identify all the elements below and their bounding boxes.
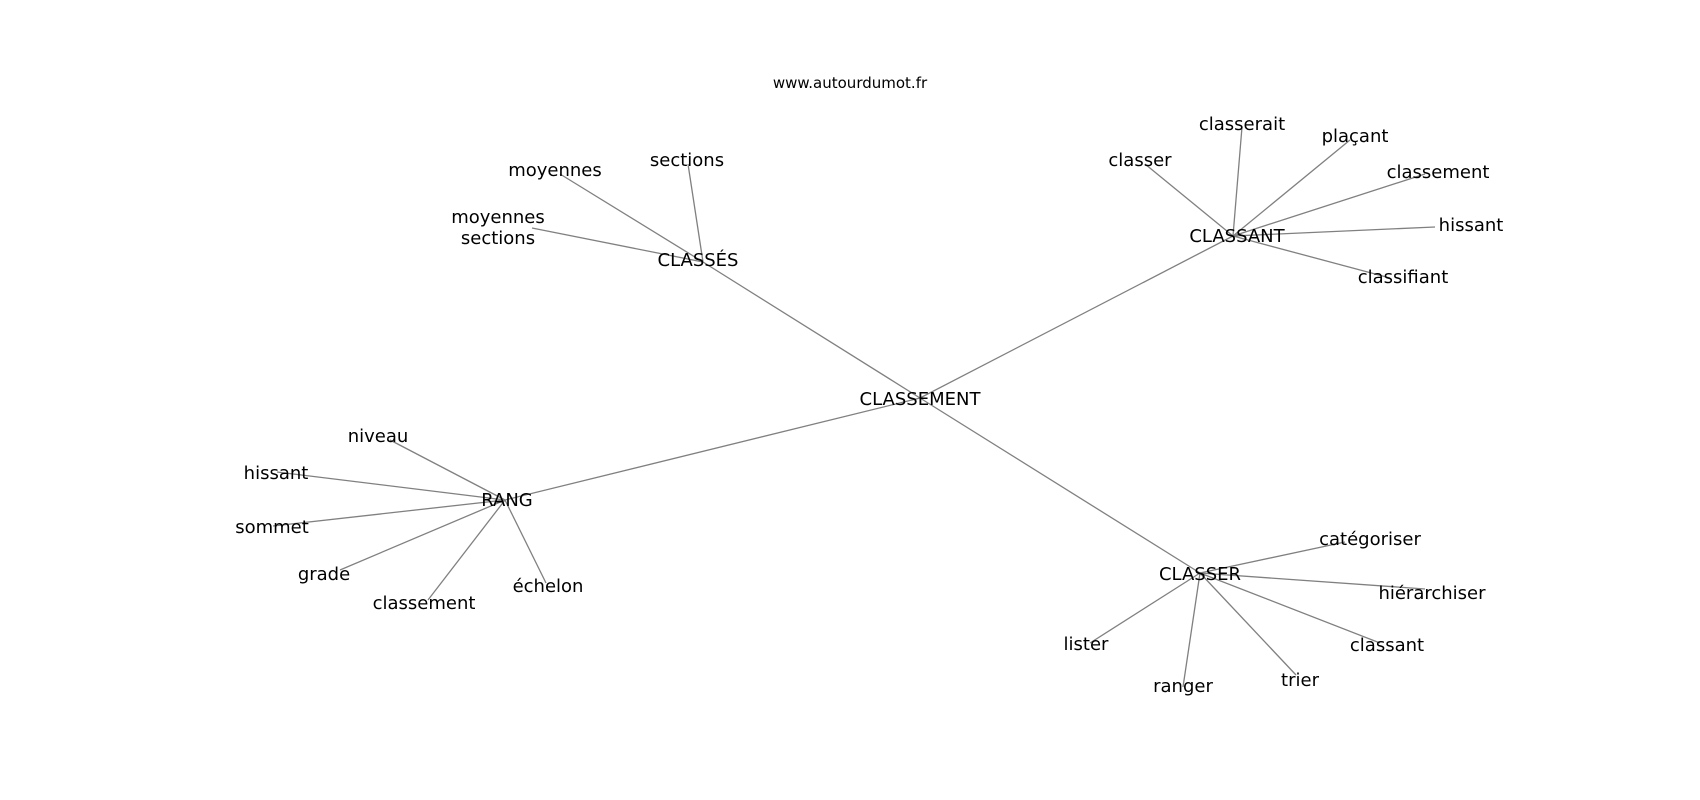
node-hub-classant[interactable]: CLASSANT [1189, 226, 1285, 247]
edge-classer-classer_trier [1199, 572, 1297, 676]
edge-classes-classes_moyennes [559, 173, 704, 263]
node-leaf-classer_lister[interactable]: lister [1064, 634, 1110, 655]
edge-classer-classer_lister [1089, 572, 1201, 644]
node-leaf-classer_classant[interactable]: classant [1350, 635, 1424, 656]
edge-root-classant [919, 235, 1234, 399]
node-hub-classes[interactable]: CLASSÉS [658, 249, 739, 271]
edge-rang-rang_hissant [276, 471, 506, 501]
node-leaf-classant_placant[interactable]: plaçant [1322, 126, 1389, 147]
watermark[interactable]: www.autourdumot.fr [773, 74, 928, 92]
edge-rang-rang_niveau [389, 439, 506, 501]
edge-classes-classes_sections [687, 163, 704, 263]
node-leaf-rang_niveau[interactable]: niveau [348, 426, 409, 447]
edge-classant-classant_classement [1232, 173, 1426, 237]
edge-root-classes [702, 261, 921, 399]
edge-rang-rang_echelon [504, 499, 547, 584]
node-hub-rang[interactable]: RANG [481, 490, 533, 511]
node-leaf-rang_sommet[interactable]: sommet [235, 517, 309, 538]
node-leaf-classer_ranger[interactable]: ranger [1153, 676, 1213, 697]
node-center-classement[interactable]: CLASSEMENT [860, 389, 982, 410]
node-leaf-classer_categoriser[interactable]: catégoriser [1319, 529, 1421, 550]
node-leaf-classant_classement[interactable]: classement [1387, 162, 1490, 183]
edge-classant-classant_hissant [1232, 226, 1436, 237]
node-leaf-rang_grade[interactable]: grade [298, 564, 350, 585]
node-leaf-classant_hissant[interactable]: hissant [1439, 215, 1504, 236]
node-hub-classer[interactable]: CLASSER [1159, 564, 1241, 585]
edges-layer [272, 126, 1436, 688]
node-leaf-rang_hissant[interactable]: hissant [244, 463, 309, 484]
edge-classer-classer_categoriser [1199, 541, 1346, 574]
edge-classes-classes_moyennes_sections [531, 227, 704, 263]
node-leaf-classant_classer[interactable]: classer [1108, 150, 1172, 171]
node-leaf-classes_moyennes_sections-line: sections [461, 228, 535, 249]
node-leaf-rang_classement[interactable]: classement [373, 593, 476, 614]
node-leaf-classant_classerait[interactable]: classerait [1199, 114, 1285, 135]
edge-root-rang [504, 397, 921, 501]
node-leaf-classes_moyennes[interactable]: moyennes [508, 160, 602, 181]
edge-classer-classer_hierarchiser [1199, 572, 1426, 590]
edge-rang-rang_classement [427, 499, 506, 601]
edge-classer-classer_ranger [1182, 572, 1201, 688]
edge-rang-rang_grade [339, 499, 506, 571]
edge-classer-classer_classant [1199, 572, 1381, 644]
edge-classant-classant_classifiant [1232, 235, 1391, 279]
node-leaf-classant_classifiant[interactable]: classifiant [1358, 267, 1449, 288]
edge-classant-classant_placant [1232, 139, 1351, 237]
edge-classant-classant_classerait [1232, 126, 1243, 237]
node-leaf-rang_echelon[interactable]: échelon [513, 576, 584, 597]
edge-rang-rang_sommet [272, 499, 506, 527]
node-leaf-classes_moyennes_sections-line: moyennes [451, 207, 545, 228]
node-leaf-classer_hierarchiser[interactable]: hiérarchiser [1378, 583, 1486, 604]
node-leaf-classes_sections[interactable]: sections [650, 150, 724, 171]
edge-classant-classant_classer [1144, 163, 1234, 237]
edge-root-classer [919, 397, 1201, 574]
node-leaf-classer_trier[interactable]: trier [1281, 670, 1320, 691]
